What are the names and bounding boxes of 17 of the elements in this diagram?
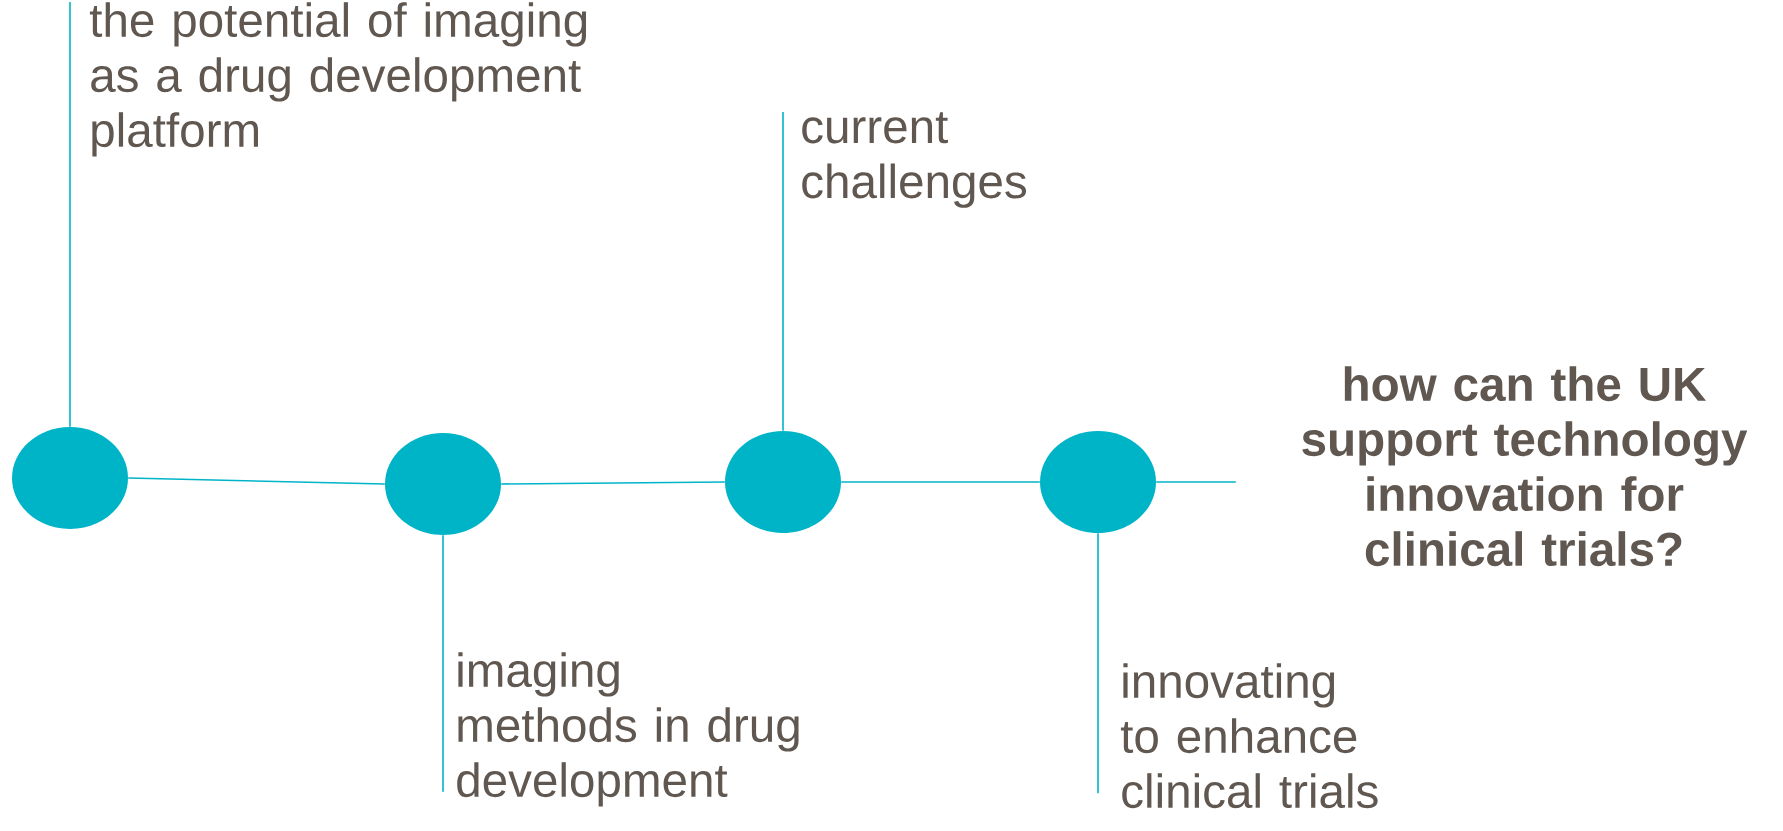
timeline-dot <box>385 433 501 535</box>
topic-text: current challenges <box>802 112 1026 208</box>
topic-text: imaging methods in drug development <box>457 652 799 807</box>
leader-line <box>782 111 784 432</box>
leader-line <box>442 534 444 793</box>
topic-text: the potential of imaging as a drug development platform <box>89 2 587 157</box>
leader-line <box>69 1 71 428</box>
timeline-dot <box>725 431 841 533</box>
connector-line <box>127 477 386 485</box>
connector-line <box>1155 481 1237 483</box>
leader-line <box>1097 532 1099 795</box>
timeline-dot <box>1040 431 1156 533</box>
connector-line <box>840 481 1041 483</box>
timeline-dot <box>12 427 128 529</box>
topic-text: innovating to enhance clinical trials <box>1120 663 1378 809</box>
connector-line <box>500 481 726 485</box>
question-text: how can the UK support technology innovation for clinical trials? <box>1302 366 1748 567</box>
